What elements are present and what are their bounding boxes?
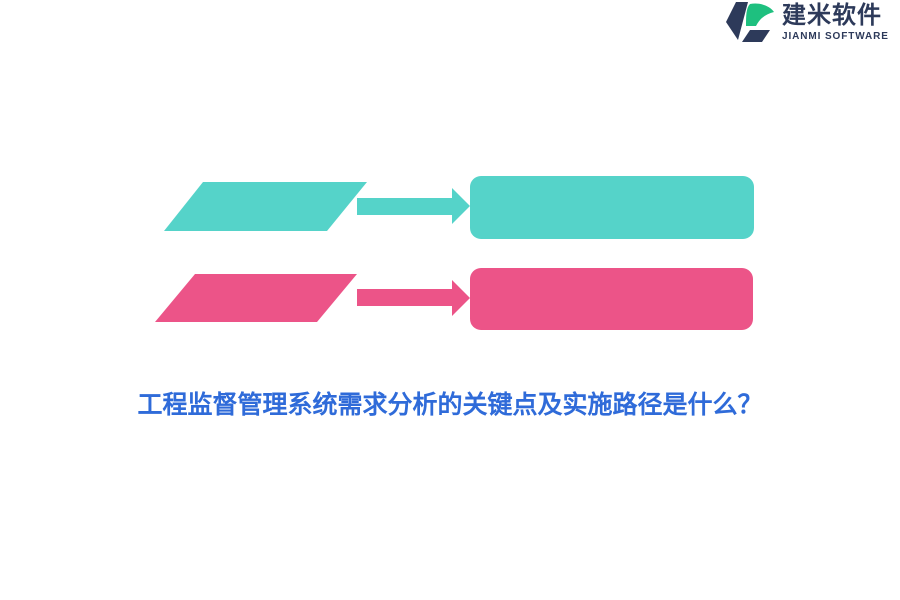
diagram-row-1 <box>164 176 754 239</box>
brand-name-en: JIANMI SOFTWARE <box>782 31 889 42</box>
input-parallelogram-1 <box>164 182 367 231</box>
arrow-right-icon <box>357 280 470 316</box>
output-box-2 <box>470 268 753 330</box>
logo-mark-bottom-shape <box>742 30 770 42</box>
input-parallelogram-2 <box>155 274 357 322</box>
page-title: 工程监督管理系统需求分析的关键点及实施路径是什么？ <box>137 390 763 419</box>
logo-mark-left-shape <box>726 2 748 40</box>
logo-mark-icon <box>726 2 774 42</box>
arrow-right-icon <box>357 188 470 224</box>
diagram-row-2 <box>155 268 753 330</box>
brand-logo: 建米软件 JIANMI SOFTWARE <box>726 0 900 48</box>
brand-name-cn: 建米软件 <box>782 1 882 29</box>
logo-mark-leaf-shape <box>746 3 774 27</box>
output-box-1 <box>470 176 754 239</box>
